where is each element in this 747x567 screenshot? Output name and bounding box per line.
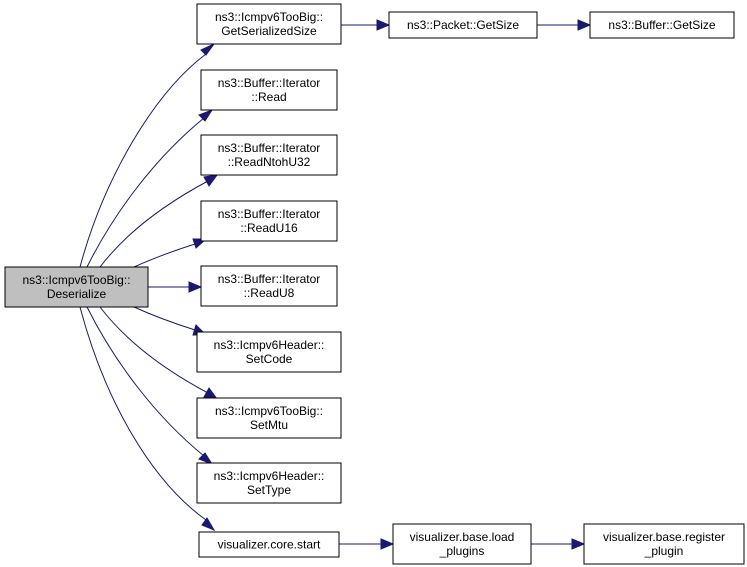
edge-deserialize-to-header-set-code <box>133 306 208 336</box>
edge-get-serialized-size-to-packet-get-size <box>341 19 391 31</box>
node-label-line: ns3::Icmpv6Header:: <box>214 469 325 483</box>
node-iterator-read-u8[interactable]: ns3::Buffer::Iterator::ReadU8 <box>200 265 338 307</box>
arrowhead-icon <box>203 174 219 187</box>
edge-line <box>79 306 207 521</box>
node-label-line: ns3::Buffer::Iterator <box>218 76 321 90</box>
edge-deserialize-to-get-serialized-size <box>79 42 216 268</box>
nodes-layer: ns3::Icmpv6TooBig::Deserializens3::Icmpv… <box>4 3 745 565</box>
edge-line <box>99 180 209 268</box>
node-label-line: ns3::Icmpv6TooBig:: <box>22 273 130 287</box>
node-label-line: _plugins <box>439 544 485 558</box>
node-label-line: visualizer.core.start <box>218 538 321 552</box>
node-iterator-read-ntohu32[interactable]: ns3::Buffer::Iterator::ReadNtohU32 <box>200 134 338 176</box>
node-box <box>4 266 149 308</box>
node-deserialize[interactable]: ns3::Icmpv6TooBig::Deserialize <box>4 266 149 308</box>
edge-deserialize-to-iterator-read-u16 <box>133 238 208 268</box>
node-box <box>200 134 338 176</box>
node-label-line: ns3::Buffer::GetSize <box>608 18 715 32</box>
arrowhead-icon <box>198 108 214 122</box>
arrowhead-icon <box>198 452 214 466</box>
node-box <box>196 3 342 45</box>
node-iterator-read[interactable]: ns3::Buffer::Iterator::Read <box>200 69 338 111</box>
node-label-line: ns3::Icmpv6TooBig:: <box>215 404 323 418</box>
arrowhead-icon <box>376 19 391 31</box>
edge-line <box>99 306 209 394</box>
node-label-line: SetType <box>247 483 291 497</box>
edge-line <box>86 117 205 268</box>
node-box <box>200 265 338 307</box>
node-label-line: SetCode <box>246 352 293 366</box>
node-label-line: ns3::Packet::GetSize <box>407 18 519 32</box>
node-label-line: _plugin <box>644 544 684 558</box>
node-buffer-get-size[interactable]: ns3::Buffer::GetSize <box>589 11 735 39</box>
node-header-set-code[interactable]: ns3::Icmpv6Header::SetCode <box>196 331 342 373</box>
arrowhead-icon <box>380 538 395 550</box>
node-header-set-type[interactable]: ns3::Icmpv6Header::SetType <box>196 462 342 504</box>
node-box <box>196 331 342 373</box>
edge-line <box>79 53 207 268</box>
node-packet-get-size[interactable]: ns3::Packet::GetSize <box>388 11 538 39</box>
node-visualizer-core-start[interactable]: visualizer.core.start <box>198 531 340 558</box>
edge-visualizer-load-plugins-to-visualizer-register-plugin <box>531 538 586 550</box>
edge-line <box>133 306 196 331</box>
edge-line <box>86 306 205 457</box>
arrowhead-icon <box>200 42 216 56</box>
node-box <box>583 523 745 565</box>
edge-deserialize-to-iterator-read <box>86 108 214 268</box>
node-box <box>392 523 532 565</box>
node-label-line: Deserialize <box>47 287 107 301</box>
node-label-line: ns3::Icmpv6Header:: <box>214 338 325 352</box>
node-visualizer-register-plugin[interactable]: visualizer.base.register_plugin <box>583 523 745 565</box>
node-box <box>196 397 342 439</box>
node-label-line: visualizer.base.load <box>410 530 515 544</box>
node-label-line: ::ReadNtohU32 <box>228 155 311 169</box>
edge-visualizer-core-start-to-visualizer-load-plugins <box>339 538 395 550</box>
edge-deserialize-to-visualizer-core-start <box>79 306 216 532</box>
edges-layer <box>79 19 592 550</box>
node-label-line: ::Read <box>251 90 286 104</box>
node-box <box>200 200 338 242</box>
edge-packet-get-size-to-buffer-get-size <box>537 19 592 31</box>
node-visualizer-load-plugins[interactable]: visualizer.base.load_plugins <box>392 523 532 565</box>
node-label-line: ns3::Icmpv6TooBig:: <box>215 10 323 24</box>
edge-deserialize-to-header-set-type <box>86 306 214 466</box>
node-label-line: GetSerializedSize <box>221 24 317 38</box>
node-box <box>388 11 538 39</box>
node-label-line: ::ReadU8 <box>244 286 295 300</box>
node-label-line: visualizer.base.register <box>603 530 725 544</box>
arrowhead-icon <box>203 387 219 400</box>
arrowhead-icon <box>201 517 216 532</box>
node-get-serialized-size[interactable]: ns3::Icmpv6TooBig::GetSerializedSize <box>196 3 342 45</box>
node-iterator-read-u16[interactable]: ns3::Buffer::Iterator::ReadU16 <box>200 200 338 242</box>
node-box <box>200 69 338 111</box>
node-label-line: ns3::Buffer::Iterator <box>218 141 321 155</box>
edge-deserialize-to-iterator-read-u8 <box>148 281 203 293</box>
node-label-line: ns3::Buffer::Iterator <box>218 207 321 221</box>
arrowhead-icon <box>188 281 203 293</box>
node-label-line: ::ReadU16 <box>240 221 298 235</box>
node-box <box>589 11 735 39</box>
node-label-line: SetMtu <box>250 418 288 432</box>
node-toobig-set-mtu[interactable]: ns3::Icmpv6TooBig::SetMtu <box>196 397 342 439</box>
edge-line <box>133 243 196 268</box>
node-box <box>196 462 342 504</box>
edge-deserialize-to-iterator-read-ntohu32 <box>99 174 219 268</box>
arrowhead-icon <box>571 538 586 550</box>
node-box <box>198 531 340 558</box>
arrowhead-icon <box>577 19 592 31</box>
node-label-line: ns3::Buffer::Iterator <box>218 272 321 286</box>
